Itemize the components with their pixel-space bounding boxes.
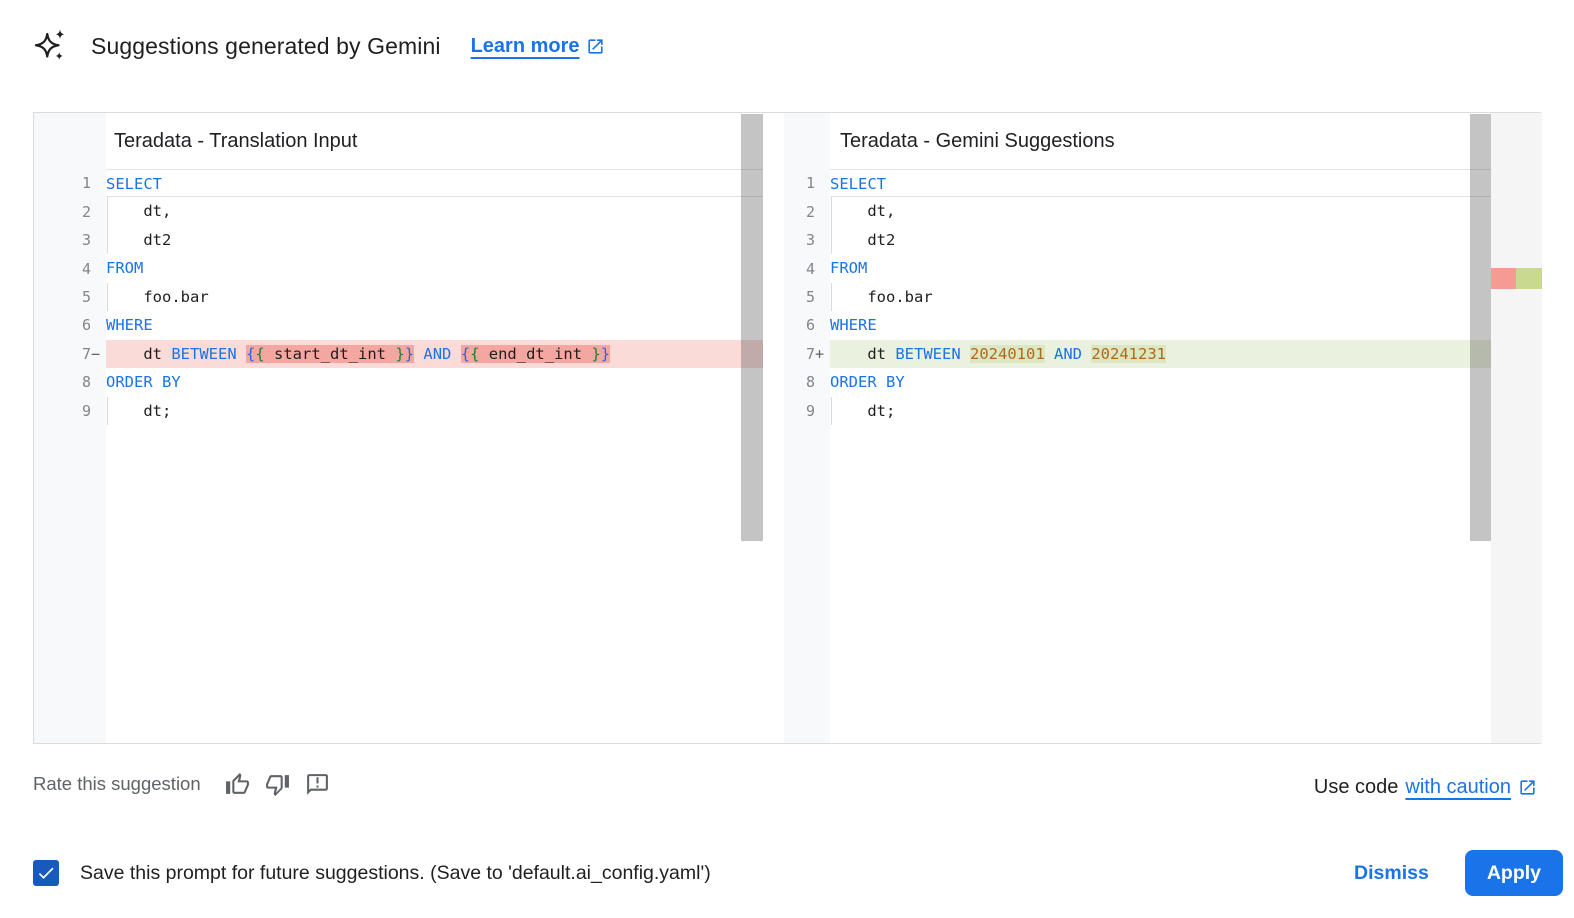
rate-suggestion-row: Rate this suggestion: [33, 768, 345, 800]
with-caution-link[interactable]: with caution: [1405, 775, 1511, 798]
right-panel-title: Teradata - Gemini Suggestions: [840, 130, 1115, 152]
line-number: 3: [81, 231, 91, 250]
code-line-6: 6 WHERE: [34, 311, 763, 339]
use-code-text: Use code: [1313, 775, 1399, 798]
dismiss-button[interactable]: Dismiss: [1354, 861, 1429, 884]
code-content: ORDER BY: [106, 373, 181, 392]
code-content: dt BETWEEN {{ start_dt_int }} AND {{ end…: [106, 339, 763, 369]
thumbs-down-icon: [266, 774, 290, 796]
line-number: 2: [805, 202, 815, 221]
dialog-header: Suggestions generated by Gemini Learn mo…: [33, 28, 605, 64]
use-code-caution: Use code with caution: [1314, 771, 1537, 803]
code-line-8: 8 ORDER BY: [34, 368, 763, 396]
code-content: foo.bar: [830, 282, 1542, 312]
thumbs-up-icon: [226, 772, 250, 794]
save-prompt-label: Save this prompt for future suggestions.…: [80, 861, 711, 884]
code-content: dt,: [830, 197, 1542, 226]
bottom-action-bar: Save this prompt for future suggestions.…: [33, 848, 1563, 898]
code-line-7: 7− dt BETWEEN {{ start_dt_int }} AND {{ …: [34, 339, 763, 369]
code-content: SELECT: [830, 169, 1542, 198]
code-content: WHERE: [106, 316, 153, 335]
line-number: 9: [805, 401, 815, 420]
line-number: 6: [81, 316, 91, 335]
line-number: 6: [805, 316, 815, 335]
save-prompt-checkbox[interactable]: [33, 860, 59, 886]
line-number: 3: [805, 231, 815, 250]
line-number: 8: [805, 373, 815, 392]
left-scrollbar[interactable]: [741, 114, 763, 541]
code-line-7: 7+ dt BETWEEN 20240101 AND 20241231: [784, 339, 1542, 369]
code-content: dt,: [106, 197, 763, 226]
code-line-1: 1 SELECT: [784, 169, 1542, 198]
code-line-8: 8 ORDER BY: [784, 368, 1542, 396]
code-content: FROM: [106, 259, 144, 278]
code-content: SELECT: [106, 169, 763, 198]
code-content: dt;: [106, 396, 763, 425]
code-line-2: 2 dt,: [34, 197, 763, 226]
code-line-5: 5 foo.bar: [784, 282, 1542, 312]
code-line-1: 1 SELECT: [34, 169, 763, 198]
line-number: 1: [805, 174, 815, 193]
left-panel-title: Teradata - Translation Input: [114, 130, 358, 152]
line-number: 8: [81, 373, 91, 392]
code-line-2: 2 dt,: [784, 197, 1542, 226]
line-number: 1: [81, 174, 91, 193]
code-content: dt2: [830, 225, 1542, 255]
code-content: WHERE: [830, 316, 877, 335]
learn-more-link[interactable]: Learn more: [471, 35, 605, 58]
code-line-3: 3 dt2: [784, 225, 1542, 255]
right-scrollbar[interactable]: [1470, 114, 1491, 541]
rate-label: Rate this suggestion: [33, 773, 201, 794]
ruler-removed-mark: [1491, 268, 1516, 289]
checkmark-icon: [38, 867, 54, 879]
line-number: 5: [81, 287, 91, 306]
line-number: 9: [81, 401, 91, 420]
gemini-sparkle-icon: [34, 29, 65, 60]
external-link-icon: [1520, 779, 1535, 795]
ruler-added-mark: [1516, 268, 1542, 289]
code-line-9: 9 dt;: [784, 396, 1542, 425]
code-content: ORDER BY: [830, 373, 905, 392]
code-content: dt2: [106, 225, 763, 255]
code-line-6: 6 WHERE: [784, 311, 1542, 339]
page-title: Suggestions generated by Gemini: [91, 32, 441, 59]
line-number: 7−: [81, 344, 101, 363]
line-number: 4: [805, 259, 815, 278]
right-line-number-gutter: [784, 113, 830, 743]
line-number: 4: [81, 259, 91, 278]
report-feedback-button[interactable]: [305, 771, 331, 797]
code-line-4: 4 FROM: [34, 254, 763, 282]
code-line-5: 5 foo.bar: [34, 282, 763, 312]
code-content: dt;: [830, 396, 1542, 425]
code-content: dt BETWEEN 20240101 AND 20241231: [830, 339, 1542, 369]
left-line-number-gutter: [34, 113, 106, 743]
thumbs-up-button[interactable]: [225, 771, 251, 797]
code-line-3: 3 dt2: [34, 225, 763, 255]
line-number: 7+: [805, 344, 825, 363]
code-line-9: 9 dt;: [34, 396, 763, 425]
line-number: 2: [81, 202, 91, 221]
thumbs-down-button[interactable]: [265, 771, 291, 797]
feedback-icon: [307, 773, 329, 795]
apply-button[interactable]: Apply: [1464, 850, 1563, 896]
diff-overview-ruler: [1491, 113, 1542, 743]
learn-more-label: Learn more: [470, 34, 580, 57]
line-number: 5: [805, 287, 815, 306]
code-content: FROM: [830, 259, 868, 278]
code-line-4: 4 FROM: [784, 254, 1542, 282]
code-content: foo.bar: [106, 282, 763, 312]
external-link-icon: [587, 38, 603, 54]
